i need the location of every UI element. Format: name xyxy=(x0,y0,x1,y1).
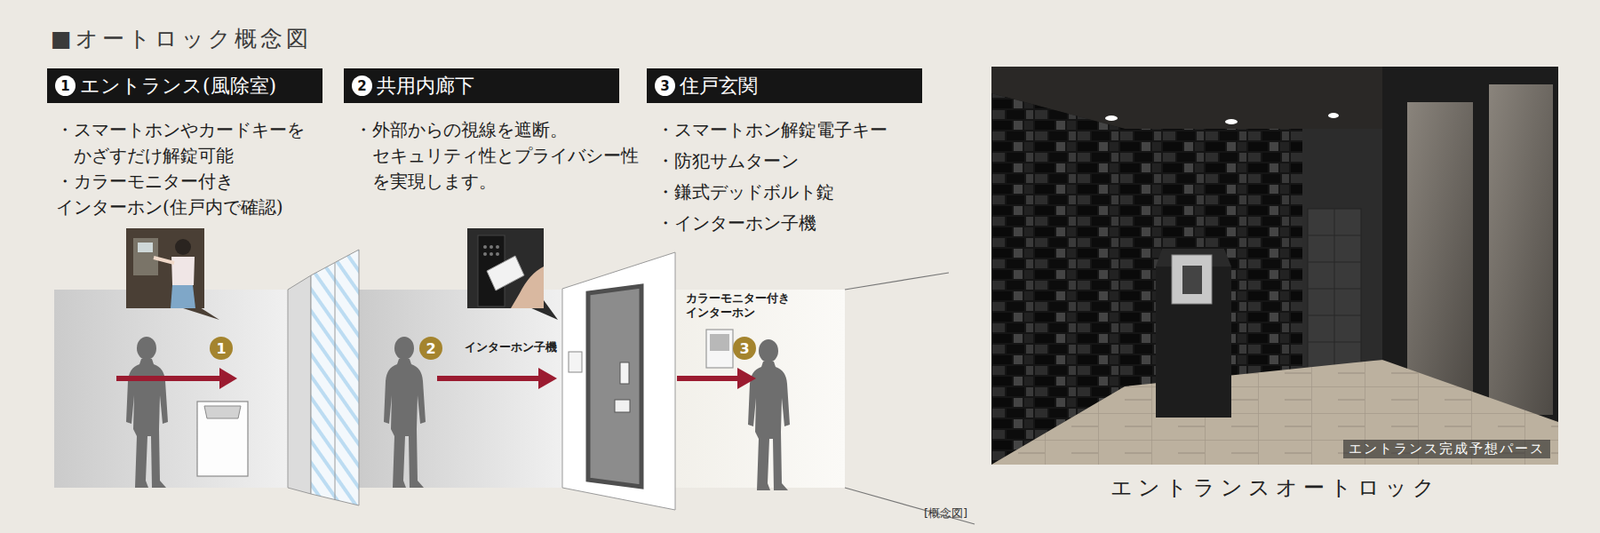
feature-bullet: ・スマートホン解錠電子キー xyxy=(656,117,888,144)
bullet-column: ・スマートホンやカードキーを かざすだけ解錠可能・カラーモニター付き インターホ… xyxy=(55,117,332,221)
step-number-circle: 3 xyxy=(732,336,757,360)
step-number-circle: 1 xyxy=(209,336,233,360)
caption-box: エントランスオートロック xyxy=(991,473,1559,502)
header-number: 3 xyxy=(654,75,676,96)
part-label: インターホン子機 xyxy=(464,340,558,355)
title: ■オートロック概念図 xyxy=(50,25,312,52)
feature-bullet: ・スマートホンやカードキーを かざすだけ解錠可能 xyxy=(55,117,332,169)
header-text: エントランス(風除室) xyxy=(79,72,277,100)
feature-bullet: ・防犯サムターン xyxy=(656,148,799,175)
title-box: ■オートロック概念図 xyxy=(50,23,312,54)
header-text: 共用内廊下 xyxy=(376,72,475,100)
header-number: 2 xyxy=(351,75,373,96)
label-box: インターホン子機 xyxy=(464,340,558,355)
header-number: 1 xyxy=(55,75,76,96)
callout-number: 3 xyxy=(739,340,749,358)
photo-note: エントランス完成予想パース xyxy=(1343,439,1551,459)
feature-bullet: ・インターホン子機 xyxy=(656,210,817,237)
label-box: エントランス完成予想パース xyxy=(1343,439,1551,459)
label-box: [概念図] xyxy=(923,505,968,522)
feature-bullet: ・カラーモニター付き インターホン(住戸内で確認) xyxy=(55,168,323,221)
section-header-band: 3住戸玄関 xyxy=(646,68,923,104)
header-text: 住戸玄関 xyxy=(679,72,758,100)
callout-number: 2 xyxy=(425,340,436,358)
callout-number: 1 xyxy=(215,340,226,358)
part-label: カラーモニター付き インターホン xyxy=(685,291,802,320)
bullet-column: ・スマートホン解錠電子キー・防犯サムターン・鎌式デッドボルト錠・インターホン子機 xyxy=(656,117,888,237)
label-box: カラーモニター付き インターホン xyxy=(685,291,802,320)
step-number-circle: 2 xyxy=(419,336,443,360)
caption: エントランスオートロック xyxy=(1110,475,1441,501)
figure-note: [概念図] xyxy=(923,505,968,522)
section-header-band: 1エントランス(風除室) xyxy=(47,68,323,104)
feature-bullet: ・鎌式デッドボルト錠 xyxy=(656,179,835,206)
feature-bullet: ・外部からの視線を遮断。 セキュリティ性とプライバシー性 を実現します。 xyxy=(354,117,648,195)
bullet-column: ・外部からの視線を遮断。 セキュリティ性とプライバシー性 を実現します。 xyxy=(354,117,648,195)
section-header-band: 2共用内廊下 xyxy=(343,68,620,104)
